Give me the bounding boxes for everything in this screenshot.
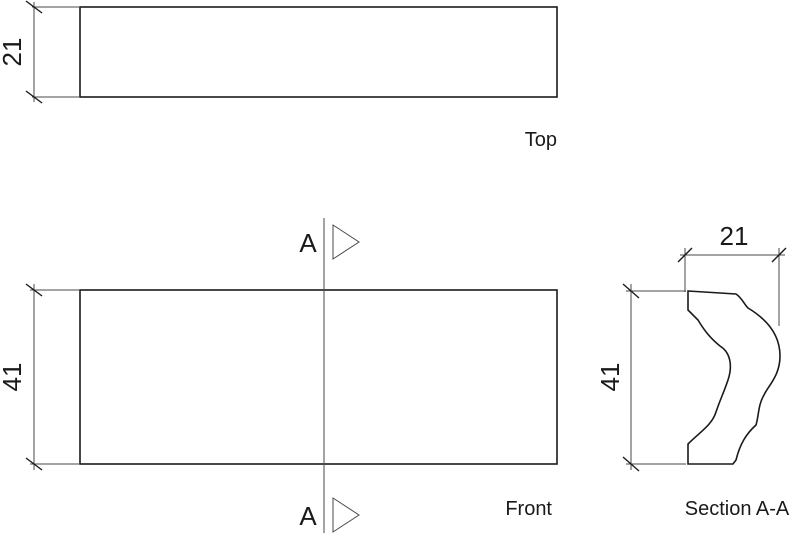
section-marker-top-letter: A [299, 228, 317, 258]
section-view: 21 41 Section A-A [595, 221, 790, 520]
view-direction-arrow-icon [332, 224, 360, 260]
top-view-dimension: 21 [0, 0, 80, 104]
section-profile [687, 290, 781, 465]
section-width-dimension: 21 [677, 221, 787, 326]
top-view-outline [79, 6, 558, 98]
section-marker-bottom: A [299, 497, 360, 533]
section-width-dimension-label: 21 [720, 221, 749, 251]
top-view: 21 Top [0, 0, 558, 151]
top-view-label: Top [525, 129, 557, 151]
section-height-dimension-label: 41 [595, 363, 625, 392]
front-view: 41 A A Front [0, 218, 558, 533]
front-view-outline [79, 289, 558, 465]
section-marker-bottom-letter: A [299, 501, 317, 531]
front-view-label: Front [505, 498, 552, 520]
top-view-dimension-label: 21 [0, 38, 27, 67]
section-marker-top: A [299, 224, 360, 260]
view-direction-arrow-icon [332, 497, 360, 533]
front-view-dimension-label: 41 [0, 363, 27, 392]
section-height-dimension: 41 [595, 283, 686, 472]
front-view-dimension: 41 [0, 283, 80, 471]
section-view-label: Section A-A [685, 498, 790, 520]
